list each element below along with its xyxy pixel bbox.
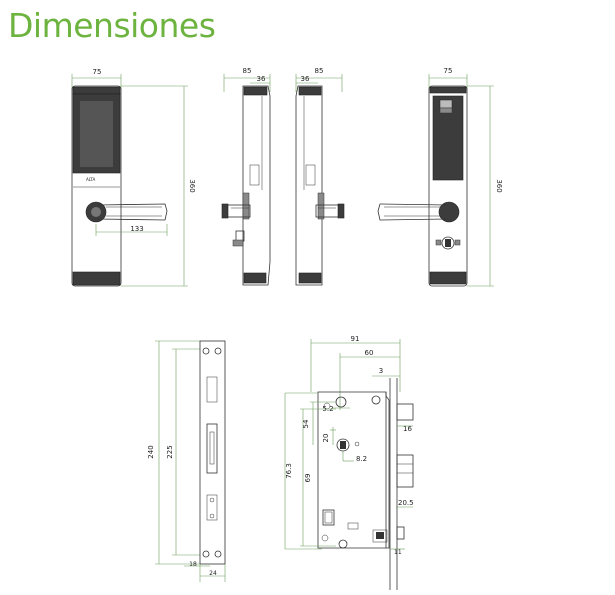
mortise-case [317,391,390,549]
faceplate-inner-height-label: 225 [166,445,174,458]
brand-mark: ALTA [86,177,96,182]
side-left-depth-label: 85 [243,67,252,75]
side-right-panel-label: 36 [301,75,310,83]
faceplate-width-label: 24 [209,570,217,577]
front-view: 75 360 ALTA 133 [71,68,196,287]
front-handle-label: 133 [130,225,143,233]
faceplate-view: 240 225 18 24 [147,340,226,582]
side-left-panel-label: 36 [257,75,266,83]
mortise-dim-20-label: 20 [322,434,330,443]
back-height-label: 360 [495,179,503,192]
mortise-dim-5-2-label: 5.2 [322,405,333,413]
back-body [428,85,468,287]
mortise-dim-76-3-label: 76.3 [285,463,293,479]
side-view-left: 85 36 [221,67,271,286]
front-body [71,85,122,287]
back-width-label: 75 [444,67,453,75]
mortise-backset-label: 60 [365,349,374,357]
mortise-width-label: 91 [351,335,360,343]
mortise-dim-69-label: 69 [304,474,312,483]
side-left-body [242,85,271,286]
side-view-right: 85 36 [295,67,345,286]
mortise-dim-16-label: 16 [403,425,412,433]
back-view: 75 360 [377,67,503,287]
mortise-view: 91 60 3 76.3 69 [284,335,414,590]
side-right-depth-label: 85 [315,67,324,75]
mortise-dim-3-label: 3 [379,367,383,375]
faceplate-body [199,340,226,565]
side-right-body [295,85,323,286]
mortise-dim-8-2-label: 8.2 [356,455,367,463]
front-height-label: 360 [188,179,196,192]
mortise-dim-20-5-label: 20.5 [398,499,414,507]
mortise-dim-54-label: 54 [302,419,310,428]
page-title: Dimensiones [8,6,216,45]
front-width-label: 75 [93,68,102,76]
faceplate-offset-label: 18 [189,561,197,568]
mortise-dim-11-label: 11 [394,549,402,556]
faceplate-outer-height-label: 240 [147,445,155,458]
